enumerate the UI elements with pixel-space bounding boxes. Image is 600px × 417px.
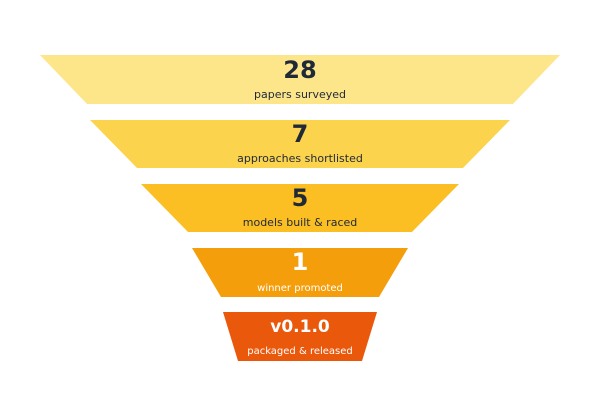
stage-value: 7 xyxy=(292,120,309,148)
funnel-stage-band xyxy=(223,312,377,361)
stage-caption: papers surveyed xyxy=(254,88,346,101)
funnel-stage: 1 winner promoted xyxy=(192,248,408,297)
stage-caption: packaged & released xyxy=(247,346,353,357)
funnel-stage: 7 approaches shortlisted xyxy=(90,120,510,168)
funnel-stage: v0.1.0 packaged & released xyxy=(223,312,377,361)
stage-caption: winner promoted xyxy=(257,283,343,294)
stage-value: 28 xyxy=(283,56,316,84)
funnel-stage-band xyxy=(141,184,459,232)
stage-value: v0.1.0 xyxy=(270,317,330,337)
funnel-stage-band xyxy=(90,120,510,168)
funnel-stage: 5 models built & raced xyxy=(141,184,459,232)
funnel-stage-band xyxy=(40,55,560,104)
stage-caption: approaches shortlisted xyxy=(237,152,363,165)
stage-value: 5 xyxy=(292,184,309,212)
stage-value: 1 xyxy=(292,248,309,276)
funnel-stage-band xyxy=(192,248,408,297)
stage-caption: models built & raced xyxy=(243,216,358,229)
funnel-stage: 28 papers surveyed xyxy=(40,55,560,104)
